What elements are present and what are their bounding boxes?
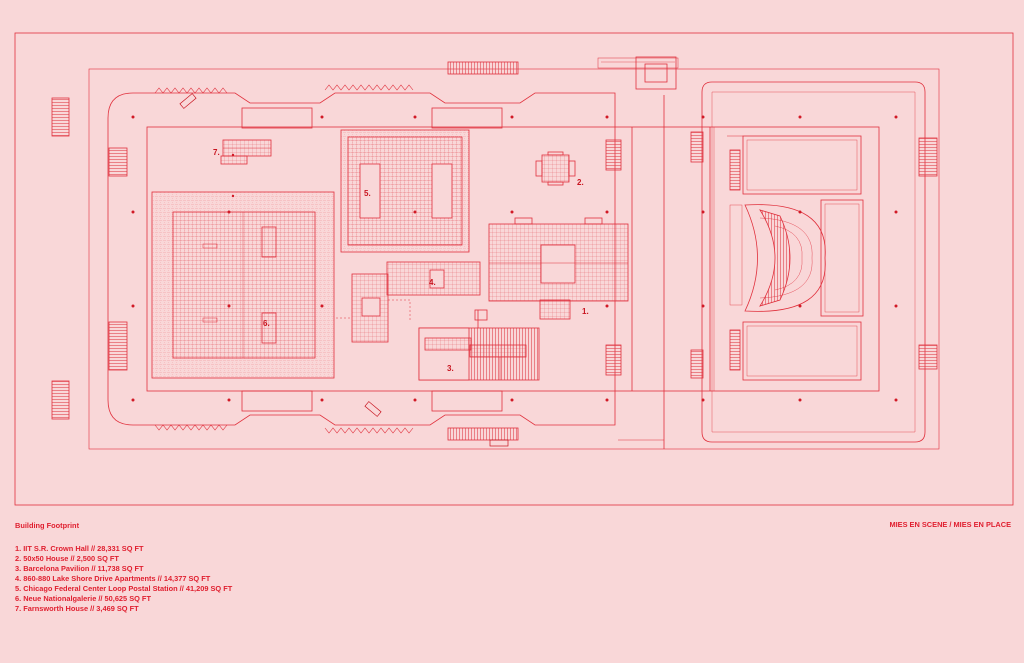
main-podium	[146, 126, 880, 392]
label-federal-center: 5.	[364, 189, 371, 198]
neue-nationalgalerie-roof	[172, 211, 316, 359]
sheet-frame	[14, 32, 1014, 506]
left-road	[107, 92, 616, 426]
theatre-stage-top	[742, 135, 862, 195]
label-crown-hall: 1.	[582, 307, 589, 316]
label-neue-nationalgalerie: 6.	[263, 319, 270, 328]
theatre-auditorium	[759, 209, 791, 307]
legend-item: 1. IIT S.R. Crown Hall // 28,331 SQ FT	[15, 544, 144, 553]
legend-item: 6. Neue Nationalgalerie // 50,625 SQ FT	[15, 594, 151, 603]
house-50x50	[541, 154, 570, 183]
label-50x50-house: 2.	[577, 178, 584, 187]
legend-item: 7. Farnsworth House // 3,469 SQ FT	[15, 604, 139, 613]
project-title: MIES EN SCENE / MIES EN PLACE	[889, 520, 1011, 529]
legend-item: 4. 860-880 Lake Shore Drive Apartments /…	[15, 574, 211, 583]
legend-item: 2. 50x50 House // 2,500 SQ FT	[15, 554, 119, 563]
legend-title: Building Footprint	[15, 521, 80, 530]
label-lake-shore: 4.	[429, 278, 436, 287]
label-farnsworth: 7.	[213, 148, 220, 157]
theatre-stage-bottom	[742, 321, 862, 381]
legend-item: 5. Chicago Federal Center Loop Postal St…	[15, 584, 233, 593]
label-barcelona-pavilion: 3.	[447, 364, 454, 373]
legend-list: 1. IIT S.R. Crown Hall // 28,331 SQ FT 2…	[15, 544, 232, 614]
right-road	[701, 81, 926, 443]
legend-item: 3. Barcelona Pavilion // 11,738 SQ FT	[15, 564, 144, 573]
